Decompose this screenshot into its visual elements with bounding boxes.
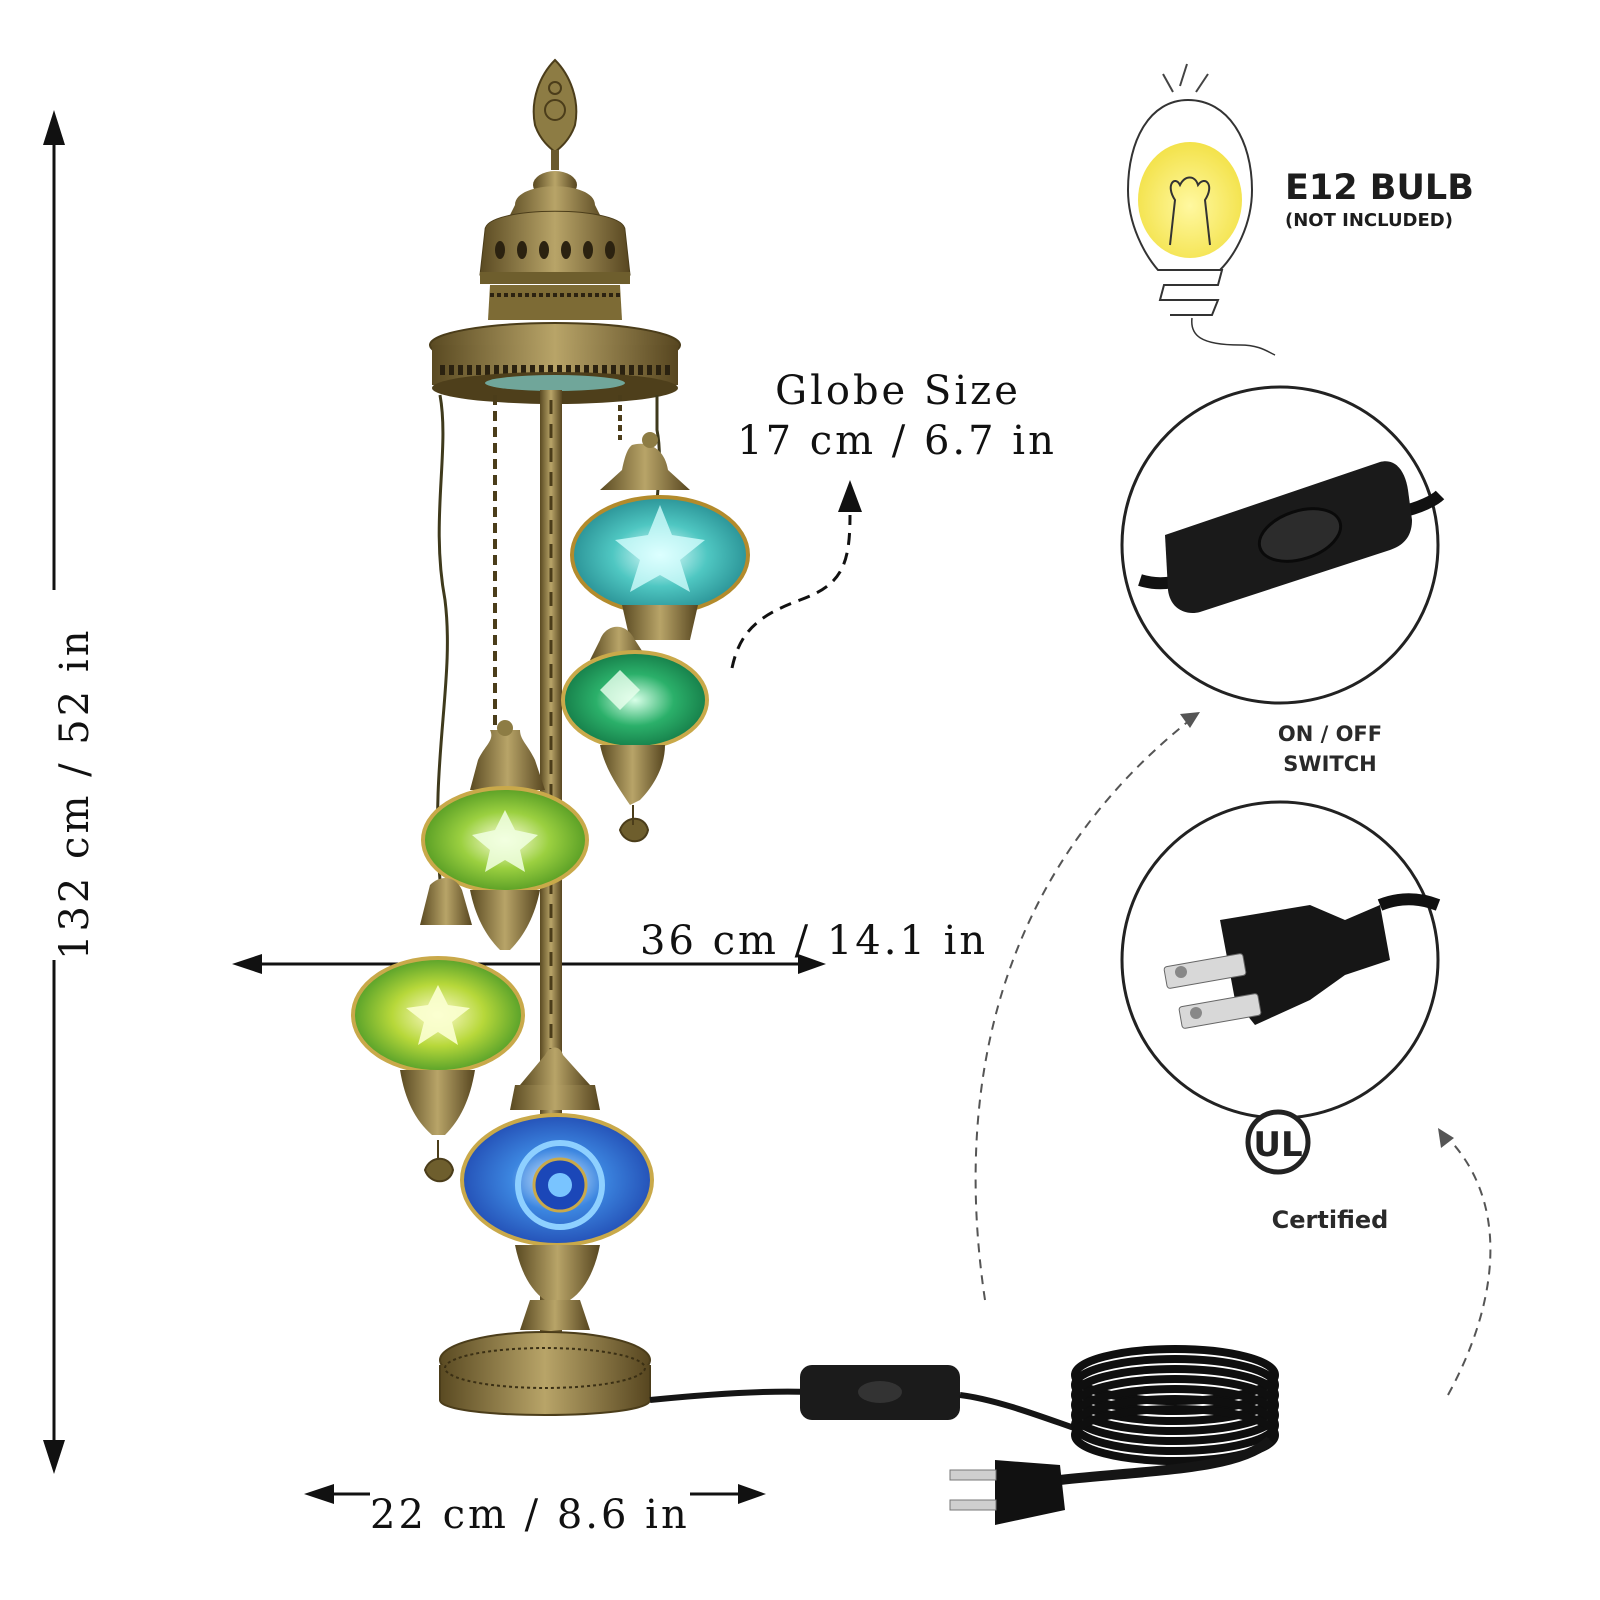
width-dimension-arrow (232, 954, 826, 974)
floor-lamp-image (351, 58, 750, 1416)
bulb-note-label: (NOT INCLUDED) (1285, 210, 1453, 231)
ul-certified-mark-icon: UL (1245, 1109, 1311, 1175)
bulb-type-label: E12 BULB (1285, 168, 1474, 208)
height-dimension-arrow (43, 110, 65, 1474)
globe-size-pointer-arrow (730, 480, 862, 669)
plug-closeup-circle (1120, 800, 1441, 1120)
switch-closeup-circle (1120, 385, 1445, 705)
e12-bulb-icon (1126, 63, 1276, 356)
lime-green-mosaic-globe (421, 720, 589, 950)
ul-logo-text: UL (1253, 1125, 1302, 1165)
certified-label: Certified (1271, 1206, 1389, 1234)
connector-arrows (974, 712, 1492, 1396)
yellow-green-mosaic-globe (351, 878, 525, 1183)
globe-size-value: 17 cm / 6.7 in (737, 418, 1057, 464)
switch-label-line1: ON / OFF (1277, 722, 1383, 746)
base-dimension-label: 22 cm / 8.6 in (370, 1492, 690, 1538)
globe-size-title: Globe Size (775, 368, 1021, 414)
width-dimension-label: 36 cm / 14.1 in (640, 918, 989, 964)
blue-mosaic-globe (460, 1047, 654, 1300)
base-dimension-arrow (304, 1484, 766, 1504)
teal-mosaic-globe (570, 432, 750, 640)
green-mosaic-globe (561, 626, 709, 843)
height-dimension-label: 132 cm / 52 in (52, 627, 98, 960)
switch-label-line2: SWITCH (1283, 752, 1377, 776)
power-cord-image (649, 1345, 1279, 1525)
